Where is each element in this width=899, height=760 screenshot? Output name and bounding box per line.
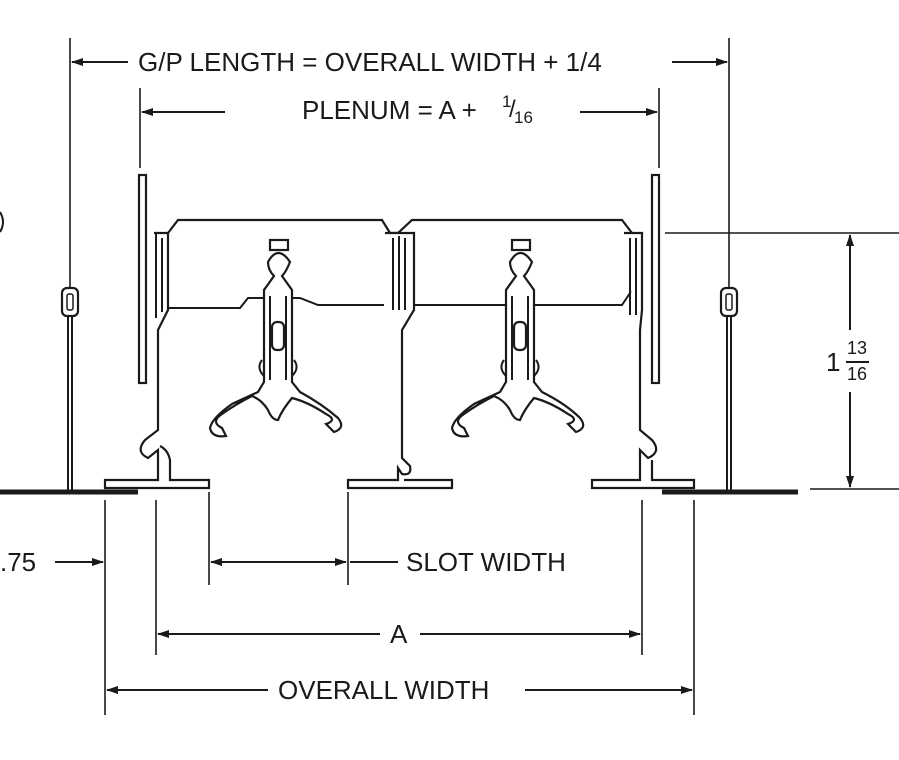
pattern-controller-right (450, 238, 585, 438)
plenum-fraction-numerator: 1 (502, 92, 512, 111)
gp-length-label: G/P LENGTH = OVERALL WIDTH + 1/4 (132, 47, 608, 77)
height-fraction-bar (846, 361, 869, 363)
height-whole-label: 1 (826, 347, 841, 377)
plenum-fraction-denominator: 16 (514, 108, 533, 127)
plenum-fraction-slash: / (509, 96, 516, 123)
slot-width-label: SLOT WIDTH (406, 547, 566, 577)
overall-width-label: OVERALL WIDTH (274, 675, 494, 705)
flange-dimension-label: .75 (0, 547, 37, 577)
height-fraction-denominator: 16 (847, 364, 868, 384)
dimension-lines (55, 58, 854, 694)
height-fraction-numerator: 13 (847, 338, 868, 358)
pattern-controller-left (208, 238, 343, 438)
plenum-label-text: PLENUM = A + (302, 95, 477, 125)
plenum-label: PLENUM = A + (298, 95, 481, 125)
extension-lines (69, 38, 899, 715)
ceiling-grid (0, 211, 798, 495)
dimension-a-label: A (388, 619, 410, 649)
plenum-side-panels (137, 173, 661, 385)
diffuser-frame (103, 231, 696, 490)
